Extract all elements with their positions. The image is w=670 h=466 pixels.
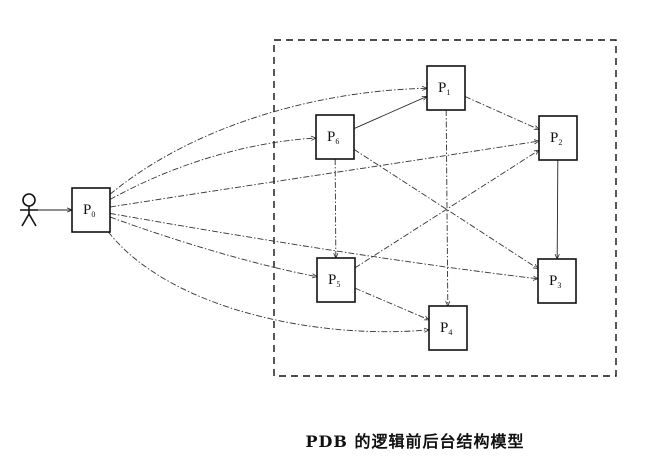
- edge-p0-to-p5: [109, 216, 317, 277]
- node-subscript: 6: [335, 137, 339, 146]
- edge-p2-to-p3: [557, 159, 558, 259]
- user-stick-figure-icon: [20, 193, 38, 227]
- edge-p0-to-p6: [109, 138, 316, 200]
- node-subscript: 1: [446, 88, 450, 97]
- process-node-p3: P3: [537, 258, 577, 304]
- diagram-caption: PDB 的逻辑前后台结构模型: [305, 432, 525, 451]
- backend-boundary: [273, 39, 617, 377]
- edge-p6-to-p5: [335, 158, 336, 258]
- process-node-p5: P5: [316, 257, 356, 303]
- process-node-p1: P1: [426, 65, 466, 111]
- edge-p6-to-p1: [353, 95, 427, 130]
- node-subscript: 5: [336, 280, 340, 289]
- edge-p1-to-p2: [464, 96, 539, 130]
- node-subscript: 0: [91, 210, 95, 219]
- edge-p6-to-p3: [353, 148, 538, 268]
- edge-p5-to-p4: [354, 287, 429, 320]
- node-box: [71, 187, 111, 233]
- edge-p0-to-p4: [108, 231, 429, 332]
- process-node-p4: P4: [428, 305, 468, 351]
- process-node-p2: P2: [538, 115, 578, 161]
- edge-layer: [38, 88, 558, 331]
- node-subscript: 3: [557, 281, 561, 290]
- node-subscript: 2: [558, 138, 562, 147]
- process-node-p0: P0: [71, 187, 111, 233]
- edge-p0-to-p1: [109, 88, 427, 195]
- node-box: [428, 305, 468, 351]
- edge-p0-to-p3: [109, 212, 538, 278]
- node-box: [537, 258, 577, 304]
- node-box: [426, 65, 466, 111]
- edge-p5-to-p2: [354, 150, 539, 269]
- node-box: [538, 115, 578, 161]
- node-box: [315, 114, 355, 160]
- edge-p1-to-p4: [446, 109, 448, 306]
- node-subscript: 4: [448, 328, 452, 337]
- process-node-p6: P6: [315, 114, 355, 160]
- node-box: [316, 257, 356, 303]
- edge-p0-to-p2: [109, 141, 539, 208]
